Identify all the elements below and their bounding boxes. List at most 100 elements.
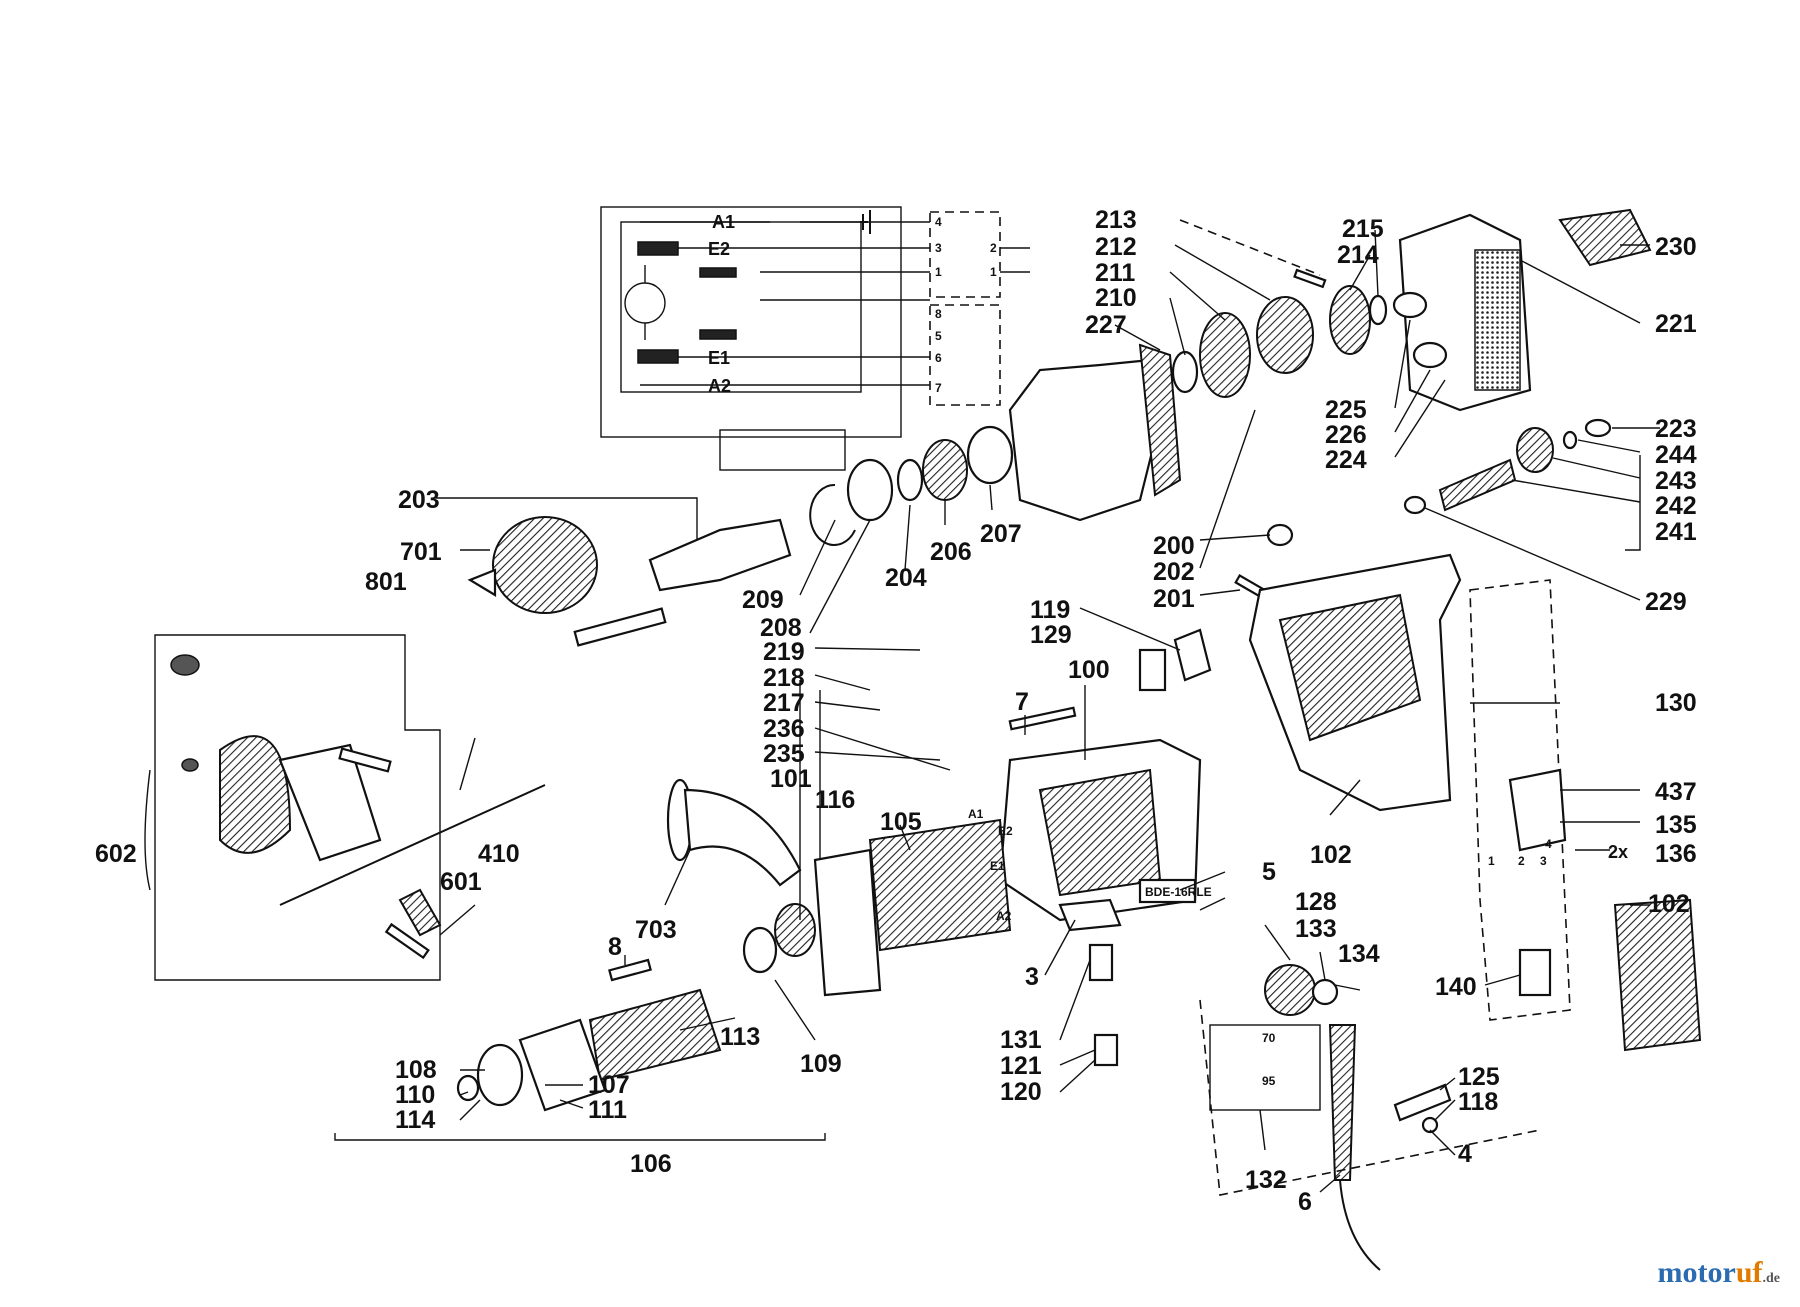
switch-term-2: 2: [1518, 854, 1525, 868]
depth-rod-410: [279, 784, 546, 906]
label-208: 208: [760, 614, 802, 642]
label-125: 125: [1458, 1063, 1500, 1091]
wiring-schematic: A1 E2 E1 A2 4 3 1 8 5 6 7 2 1: [600, 206, 1030, 471]
label-4: 4: [1458, 1140, 1472, 1168]
cable-detail-132: [1209, 1024, 1321, 1111]
carbon-brush-131: [1088, 943, 1114, 982]
plate-3: [1058, 898, 1122, 932]
ring-204: [896, 458, 924, 502]
chuck-key-801: [573, 607, 667, 647]
label-601: 601: [440, 868, 482, 896]
capacitor-140: [1518, 948, 1552, 997]
bracket-602-frame: [154, 634, 441, 981]
label-201: 201: [1153, 585, 1195, 613]
label-236: 236: [763, 715, 805, 743]
shaft-242: [1438, 458, 1517, 512]
label-243: 243: [1655, 467, 1697, 495]
label-106: 106: [630, 1150, 672, 1178]
label-113: 113: [720, 1023, 760, 1051]
armature-113: [588, 988, 722, 1082]
label-244: 244: [1655, 441, 1697, 469]
label-101: 101: [770, 765, 812, 793]
leader-lines: [144, 219, 1660, 1193]
label-7: 7: [1015, 688, 1029, 716]
label-215: 215: [1342, 215, 1384, 243]
label-229: 229: [1645, 588, 1687, 616]
circlip-209: [809, 483, 856, 546]
label-134: 134: [1338, 940, 1380, 968]
wire-label-e1: E1: [708, 348, 730, 368]
brush-a: [699, 267, 737, 278]
label-135: 135: [1655, 811, 1697, 839]
label-8: 8: [608, 933, 622, 961]
gear-housing: [1008, 358, 1162, 522]
bearing-108: [476, 1043, 524, 1107]
washer-223: [1584, 418, 1612, 438]
switch-135: [1508, 768, 1567, 852]
washer-215: [1368, 294, 1388, 326]
label-3: 3: [1025, 963, 1039, 991]
label-102-second: 102: [1648, 890, 1690, 918]
label-114: 114: [395, 1106, 435, 1134]
label-203: 203: [398, 486, 440, 514]
label-227: 227: [1085, 311, 1127, 339]
label-129: 129: [1030, 621, 1072, 649]
brush-and-cable-parts: 70 95 1 2 3 4: [1088, 837, 1552, 1271]
label-221: 221: [1655, 310, 1697, 338]
rating-plate-text: BDE-16RLE: [1145, 885, 1212, 899]
label-131: 131: [1000, 1026, 1042, 1054]
label-224: 224: [1325, 446, 1367, 474]
label-140: 140: [1435, 973, 1477, 1001]
label-212: 212: [1095, 233, 1137, 261]
selector-230: [1558, 208, 1652, 267]
label-128: 128: [1295, 888, 1337, 916]
label-107: 107: [588, 1071, 630, 1099]
gear-head-assembly: [467, 208, 1652, 647]
label-410: 410: [478, 840, 520, 868]
label-214: 214: [1337, 241, 1379, 269]
clutch-212: [1256, 296, 1314, 374]
label-133: 133: [1295, 915, 1337, 943]
label-109: 109: [800, 1050, 842, 1078]
gear-214: [1329, 285, 1371, 355]
label-223: 223: [1655, 415, 1697, 443]
label-218: 218: [763, 664, 805, 692]
label-108: 108: [395, 1056, 437, 1084]
label-241: 241: [1655, 518, 1697, 546]
label-217: 217: [763, 689, 805, 717]
label-225: 225: [1325, 396, 1367, 424]
wire-label-a2: A2: [708, 376, 731, 396]
screw-601: [384, 922, 430, 960]
field-coil-e2: [637, 241, 679, 256]
bearing-206: [922, 439, 968, 501]
switch-block-lower: [929, 304, 1001, 406]
label-136: 136: [1655, 840, 1697, 868]
label-118: 118: [1458, 1088, 1498, 1116]
wire-label-e2: E2: [708, 239, 730, 259]
terminal-3: 3: [935, 241, 942, 255]
switch-term-3: 3: [1540, 854, 1547, 868]
capacitor-133: [1264, 964, 1316, 1016]
bearing-208: [846, 458, 894, 522]
screw-8: [608, 958, 652, 982]
label-701: 701: [400, 538, 442, 566]
field-coil-e1: [637, 349, 679, 364]
rating-plate-5: [1138, 878, 1197, 904]
label-204: 204: [885, 564, 927, 592]
field-coil-105: [868, 818, 1012, 952]
terminal-5: 5: [935, 329, 942, 343]
label-235: 235: [763, 740, 805, 768]
cable-guard-6: [1328, 1024, 1357, 1181]
cable-mark-95: 95: [1262, 1074, 1276, 1088]
chuck-701: [492, 516, 598, 614]
label-206: 206: [930, 538, 972, 566]
label-100: 100: [1068, 656, 1110, 684]
terminal-7: 7: [935, 381, 942, 395]
bearing-207: [966, 425, 1014, 485]
switch-term-4: 4: [1545, 837, 1552, 851]
washer-210: [1171, 350, 1199, 394]
label-121: 121: [1000, 1052, 1042, 1080]
label-110: 110: [395, 1081, 435, 1109]
knob-lower: [181, 758, 199, 772]
